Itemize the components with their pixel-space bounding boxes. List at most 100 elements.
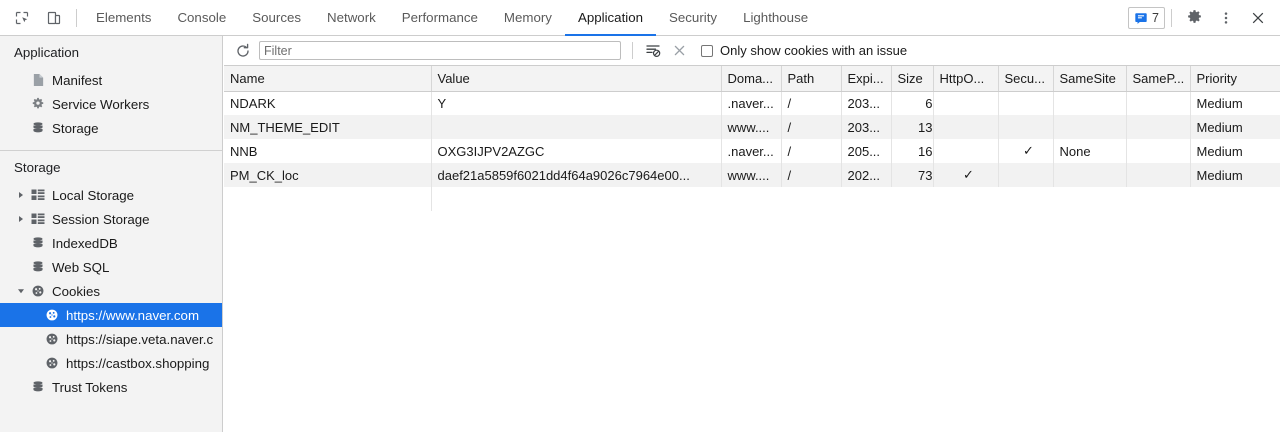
- panel-tabs: Elements Console Sources Network Perform…: [83, 0, 1128, 36]
- chevron-right-icon[interactable]: [14, 215, 28, 223]
- cell-name: NDARK: [224, 91, 432, 115]
- issues-count: 7: [1152, 10, 1159, 25]
- sidebar-item-web-sql[interactable]: Web SQL: [0, 255, 222, 279]
- cell-samesite: [1053, 115, 1127, 139]
- col-header-samesite[interactable]: SameSite: [1053, 66, 1127, 92]
- cell-name: PM_CK_loc: [224, 163, 432, 187]
- tab-performance[interactable]: Performance: [389, 0, 491, 35]
- col-header-size[interactable]: Size: [891, 66, 934, 92]
- table-row[interactable]: PM_CK_loc daef21a5859f6021dd4f64a9026c79…: [224, 163, 1280, 187]
- sidebar-divider: [0, 150, 222, 151]
- tab-lighthouse[interactable]: Lighthouse: [730, 0, 821, 35]
- gear-icon: [28, 97, 48, 111]
- filler-cell: [1053, 187, 1126, 211]
- application-sidebar[interactable]: Application Manifest Service Workers: [0, 36, 223, 432]
- chevron-down-icon[interactable]: [14, 287, 28, 295]
- col-header-path[interactable]: Path: [781, 66, 842, 92]
- cell-sameparty: [1126, 139, 1191, 163]
- only-issues-checkbox-row[interactable]: Only show cookies with an issue: [701, 43, 907, 58]
- cell-httponly: [933, 115, 999, 139]
- sidebar-item-cookie-origin-castbox[interactable]: https://castbox.shopping: [0, 351, 222, 375]
- issues-counter-button[interactable]: 7: [1128, 6, 1165, 29]
- tab-elements[interactable]: Elements: [83, 0, 164, 35]
- clear-all-glyph: [674, 45, 684, 56]
- cell-path: /: [781, 139, 842, 163]
- cookies-table-container[interactable]: Name Value Doma... Path Expi... Size Htt…: [224, 66, 1280, 431]
- table-row[interactable]: NDARK Y .naver... / 203... 6 Medium: [224, 91, 1280, 115]
- sidebar-item-service-workers[interactable]: Service Workers: [0, 92, 222, 116]
- refresh-icon[interactable]: [230, 39, 256, 63]
- close-icon[interactable]: [1244, 4, 1272, 32]
- filler-cell: [781, 187, 841, 211]
- kebab-menu-icon[interactable]: [1212, 4, 1240, 32]
- cell-path: /: [781, 115, 842, 139]
- sidebar-item-cookie-origin-naver[interactable]: https://www.naver.com: [0, 303, 222, 327]
- close-glyph: [1252, 12, 1264, 23]
- table-row[interactable]: NM_THEME_EDIT www.... / 203... 13 Medium: [224, 115, 1280, 139]
- clear-all-icon[interactable]: [666, 40, 692, 62]
- tab-label: Console: [177, 10, 227, 25]
- clear-filtered-out-icon[interactable]: [640, 40, 666, 62]
- toolbar-separator: [632, 42, 633, 59]
- cookie-icon: [28, 284, 48, 298]
- tab-memory[interactable]: Memory: [491, 0, 565, 35]
- cookies-panel: Only show cookies with an issue Name Val…: [224, 36, 1280, 432]
- tab-label: Lighthouse: [743, 10, 809, 25]
- cell-size: 73: [891, 163, 934, 187]
- cookies-table: Name Value Doma... Path Expi... Size Htt…: [224, 66, 1280, 211]
- sidebar-item-trust-tokens[interactable]: Trust Tokens: [0, 375, 222, 399]
- tab-console[interactable]: Console: [164, 0, 239, 35]
- sidebar-item-session-storage[interactable]: Session Storage: [0, 207, 222, 231]
- chevron-right-icon[interactable]: [14, 191, 28, 199]
- cell-sameparty: [1126, 91, 1191, 115]
- tab-label: Network: [327, 10, 376, 25]
- filter-input[interactable]: [259, 41, 621, 60]
- cell-sameparty: [1126, 163, 1191, 187]
- database-icon: [28, 236, 48, 250]
- cell-domain: www....: [721, 115, 782, 139]
- table-icon: [28, 189, 48, 201]
- clear-filtered-out-glyph: [645, 45, 660, 58]
- cell-secure: ✓: [998, 139, 1054, 163]
- col-header-priority[interactable]: Priority: [1190, 66, 1280, 92]
- tab-network[interactable]: Network: [314, 0, 389, 35]
- header-row: Name Value Doma... Path Expi... Size Htt…: [224, 66, 1280, 92]
- tab-application[interactable]: Application: [564, 0, 657, 36]
- cell-secure: [998, 91, 1054, 115]
- sidebar-item-indexeddb[interactable]: IndexedDB: [0, 231, 222, 255]
- cookies-table-body: NDARK Y .naver... / 203... 6 Medium NM_T…: [224, 91, 1280, 211]
- sidebar-item-label: IndexedDB: [52, 235, 118, 251]
- col-header-name[interactable]: Name: [224, 66, 432, 92]
- inspect-element-icon[interactable]: [8, 4, 36, 32]
- document-icon: [28, 73, 48, 87]
- only-issues-checkbox[interactable]: [701, 44, 713, 57]
- gear-icon[interactable]: [1180, 4, 1208, 32]
- sidebar-item-cookies[interactable]: Cookies: [0, 279, 222, 303]
- col-header-sameparty[interactable]: SameP...: [1126, 66, 1191, 92]
- cell-samesite: [1053, 163, 1127, 187]
- cookie-icon: [42, 332, 62, 346]
- col-header-domain[interactable]: Doma...: [721, 66, 782, 92]
- cell-priority: Medium: [1190, 163, 1280, 187]
- cell-expires: 205...: [841, 139, 892, 163]
- col-header-httponly[interactable]: HttpO...: [933, 66, 999, 92]
- sidebar-item-storage[interactable]: Storage: [0, 116, 222, 140]
- filler-cell: [933, 187, 998, 211]
- tab-security[interactable]: Security: [656, 0, 730, 35]
- devtools-main-toolbar: Elements Console Sources Network Perform…: [0, 0, 1280, 36]
- sidebar-item-label: Storage: [52, 120, 99, 136]
- table-row[interactable]: NNB OXG3IJPV2AZGC .naver... / 205... 16 …: [224, 139, 1280, 163]
- device-toolbar-icon[interactable]: [40, 4, 68, 32]
- col-header-secure[interactable]: Secu...: [998, 66, 1054, 92]
- sidebar-item-label: https://castbox.shopping: [66, 355, 210, 371]
- col-header-value[interactable]: Value: [431, 66, 722, 92]
- filler-cell: [431, 187, 721, 211]
- refresh-glyph: [237, 43, 249, 57]
- col-header-expires[interactable]: Expi...: [841, 66, 892, 92]
- sidebar-item-local-storage[interactable]: Local Storage: [0, 183, 222, 207]
- sidebar-item-cookie-origin-siape[interactable]: https://siape.veta.naver.c: [0, 327, 222, 351]
- tab-sources[interactable]: Sources: [239, 0, 314, 35]
- cookie-icon: [42, 356, 62, 370]
- sidebar-item-label: Service Workers: [52, 96, 150, 112]
- sidebar-item-manifest[interactable]: Manifest: [0, 68, 222, 92]
